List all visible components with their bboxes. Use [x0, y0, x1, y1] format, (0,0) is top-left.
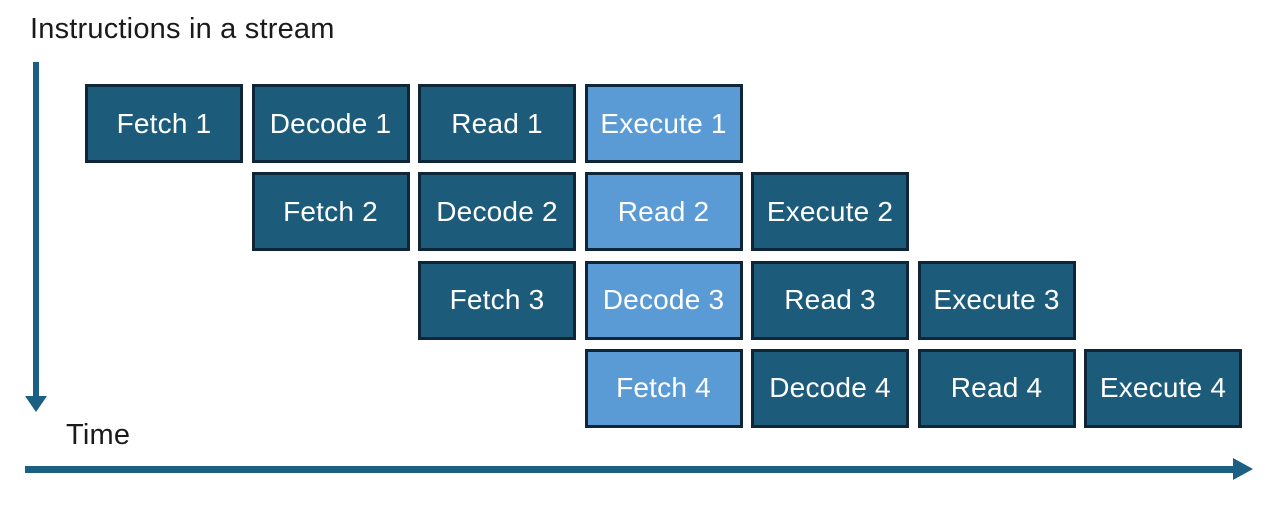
- pipeline-stage-box: Read 2: [584, 172, 743, 252]
- pipeline-stage-box: Execute 3: [917, 260, 1076, 340]
- pipeline-stage-box: Execute 4: [1084, 348, 1242, 428]
- time-axis-label: Time: [66, 419, 131, 451]
- pipeline-stage-box: Read 3: [751, 260, 909, 340]
- pipeline-stage-box: Decode 1: [251, 84, 410, 163]
- pipeline-stage-box: Decode 2: [418, 172, 576, 252]
- time-axis-line: [25, 466, 1234, 473]
- instruction-stream-title: Instructions in a stream: [30, 13, 335, 45]
- pipeline-stage-box: Fetch 3: [418, 260, 576, 340]
- arrow-right-icon: [1233, 458, 1253, 480]
- pipeline-stage-box: Read 4: [917, 348, 1076, 428]
- pipeline-stage-box: Execute 1: [584, 84, 743, 163]
- pipeline-stage-box: Fetch 2: [251, 172, 410, 252]
- pipeline-stage-box: Decode 4: [751, 348, 909, 428]
- arrow-down-icon: [25, 396, 47, 412]
- pipeline-stage-box: Fetch 1: [85, 84, 243, 163]
- pipeline-stage-box: Fetch 4: [584, 348, 743, 428]
- pipeline-stage-box: Execute 2: [751, 172, 909, 252]
- instruction-stream-axis-line: [33, 62, 39, 396]
- pipeline-stage-box: Read 1: [418, 84, 576, 163]
- pipeline-stage-box: Decode 3: [584, 260, 743, 340]
